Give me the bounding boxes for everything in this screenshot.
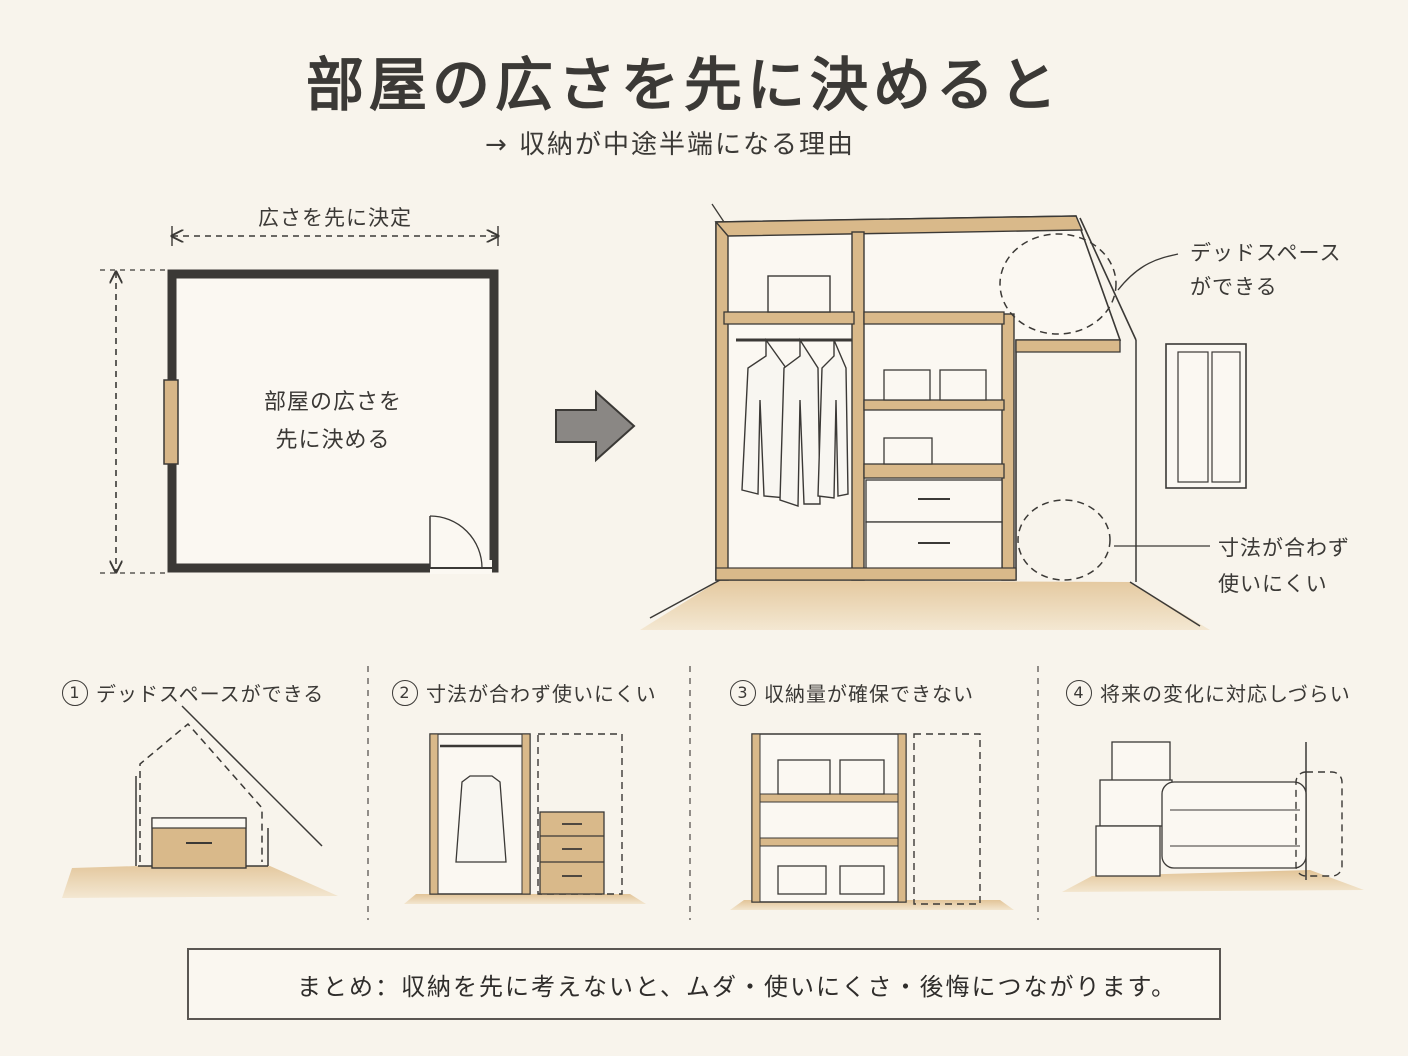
room-walls xyxy=(167,269,499,573)
window xyxy=(1165,343,1247,489)
floor-plan xyxy=(100,226,498,574)
room-description: 部屋の広さを 先に決める xyxy=(172,384,494,460)
panel-2-illustration xyxy=(404,733,646,904)
dead-space-callout: デッドスペース ができる xyxy=(1190,241,1342,299)
panel-4-illustration xyxy=(1062,741,1364,892)
summary-box: まとめ：収納を先に考えないと、ムダ・使いにくさ・後悔につながります。 xyxy=(187,948,1221,1020)
transition-arrow-icon xyxy=(555,389,636,463)
panel-1-illustration xyxy=(62,705,338,898)
room-text-line1: 部屋の広さを xyxy=(263,390,402,415)
size-mismatch-callout: 寸法が合わず 使いにくい xyxy=(1218,536,1350,596)
mismatch-marker xyxy=(1017,499,1111,581)
page-subtitle: → 収納が中途半端になる理由 xyxy=(484,130,856,160)
floor xyxy=(640,580,1210,630)
room-text-line2: 先に決める xyxy=(275,428,391,453)
width-label: 広さを先に決定 xyxy=(258,206,412,230)
closet-illustration xyxy=(640,203,1247,630)
summary-text: まとめ：収納を先に考えないと、ムダ・使いにくさ・後悔につながります。 xyxy=(297,972,1178,1001)
dead-space-marker xyxy=(999,233,1117,335)
door-swing xyxy=(429,515,483,569)
window-opening xyxy=(163,379,179,465)
panel-3-illustration xyxy=(730,733,1014,910)
page-title: 部屋の広さを先に決めると xyxy=(305,51,1062,119)
